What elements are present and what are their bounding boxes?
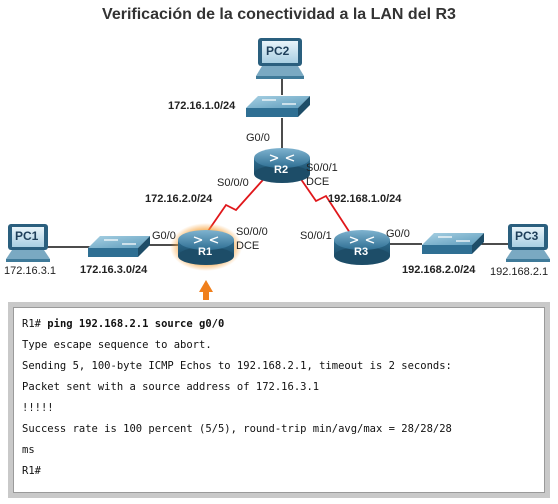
network-label-r1-r2: 172.16.2.0/24 — [145, 193, 213, 205]
console-command-line: R1# ping 192.168.2.1 source g0/0 — [22, 314, 536, 335]
r3-g0-label: G0/0 — [386, 228, 410, 240]
r1-g0-label: G0/0 — [152, 230, 176, 242]
console-line: Sending 5, 100-byte ICMP Echos to 192.16… — [22, 360, 452, 372]
console-line: R1# — [22, 465, 41, 477]
router-r2-icon — [254, 148, 310, 183]
serial-link-r1-r2 — [205, 171, 271, 235]
r1-dce-label: DCE — [236, 240, 260, 252]
network-label-r2-r3: 192.168.1.0/24 — [328, 193, 402, 205]
switch-icon-top — [246, 96, 310, 117]
r1-label: R1 — [198, 246, 213, 258]
console-line: Type escape sequence to abort. — [22, 339, 212, 351]
r2-s000-label: S0/0/0 — [217, 177, 249, 189]
console-prompt: R1# — [22, 318, 48, 330]
console-text-area: R1# ping 192.168.2.1 source g0/0 Type es… — [13, 307, 545, 493]
pc1-ip-label: 172.16.3.1 — [4, 265, 56, 277]
r1-s000-label: S0/0/0 — [236, 226, 268, 238]
network-label-r3-lan: 192.168.2.0/24 — [402, 264, 476, 276]
topology-diagram — [6, 38, 550, 300]
pc1-label: PC1 — [15, 229, 39, 243]
switch-icon-r3-lan — [422, 233, 484, 254]
console-output-panel: R1# ping 192.168.2.1 source g0/0 Type es… — [8, 302, 550, 498]
pc2-icon — [256, 38, 304, 79]
pc3-label: PC3 — [515, 229, 539, 243]
arrow-up-icon — [199, 280, 213, 300]
console-command: ping 192.168.2.1 source g0/0 — [47, 318, 225, 330]
pc1-icon — [6, 224, 50, 262]
r2-s001-label: S0/0/1 — [306, 162, 338, 174]
diagram-title: Verificación de la conectividad a la LAN… — [102, 6, 456, 23]
switch-icon-r1-lan — [88, 236, 150, 257]
r3-label: R3 — [354, 246, 369, 258]
router-r3-icon — [334, 230, 390, 265]
r2-g0-label: G0/0 — [246, 132, 270, 144]
console-line: !!!!! — [22, 402, 54, 414]
console-line: Packet sent with a source address of 172… — [22, 381, 320, 393]
r2-dce-label: DCE — [306, 176, 330, 188]
console-line: ms — [22, 444, 35, 456]
console-line: Success rate is 100 percent (5/5), round… — [22, 423, 452, 435]
r3-s001-label: S0/0/1 — [300, 230, 332, 242]
pc2-label: PC2 — [266, 44, 290, 58]
network-label-r1-lan: 172.16.3.0/24 — [80, 264, 148, 276]
pc3-icon — [506, 224, 550, 262]
router-r1-icon — [178, 230, 234, 265]
serial-link-r2-r3 — [295, 171, 353, 237]
network-label-pc2-lan: 172.16.1.0/24 — [168, 100, 236, 112]
r2-label: R2 — [274, 164, 289, 176]
pc3-ip-label: 192.168.2.1 — [490, 266, 549, 278]
